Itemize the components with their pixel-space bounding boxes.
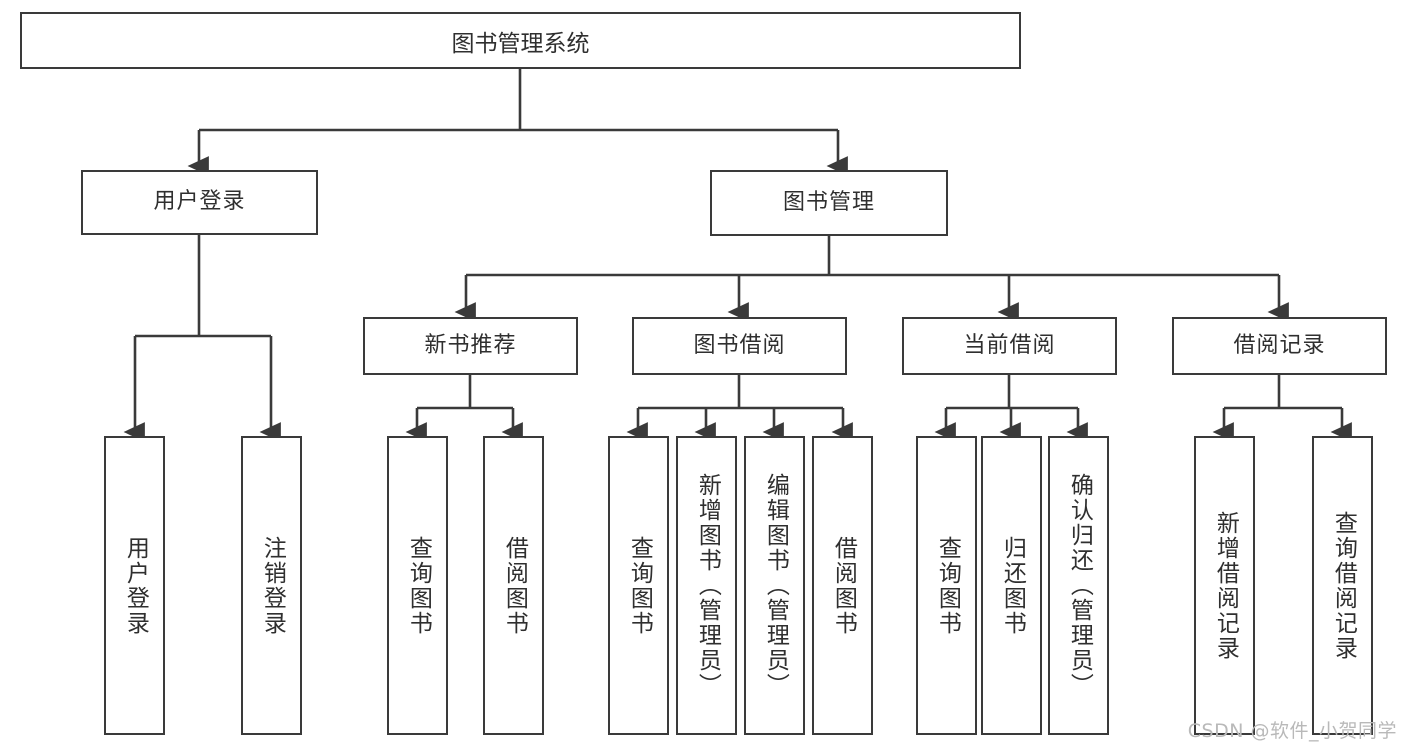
leaf-logout-login[interactable]: 注销登录 [241,436,302,735]
leaf-borrow-book-borrow[interactable]: 借阅图书 [812,436,873,735]
leaf-query-borrow-record[interactable]: 查询借阅记录 [1312,436,1373,735]
node-label: 归还图书 [999,535,1026,636]
node-borrow-record[interactable]: 借阅记录 [1172,317,1387,375]
node-label: 确认归还（管理员） [1066,473,1093,698]
leaf-query-book-current[interactable]: 查询图书 [916,436,977,735]
leaf-query-book-recommend[interactable]: 查询图书 [387,436,448,735]
leaf-return-book[interactable]: 归还图书 [981,436,1042,735]
node-user-login[interactable]: 用户登录 [81,170,318,235]
node-book-borrow[interactable]: 图书借阅 [632,317,847,375]
node-label: 借阅图书 [830,535,857,636]
leaf-add-book-admin[interactable]: 新增图书（管理员） [676,436,737,735]
node-label: 查询借阅记录 [1330,510,1357,661]
node-label: 当前借阅 [963,332,1056,358]
node-label: 查询图书 [405,535,432,636]
node-label: 注销登录 [259,535,286,636]
leaf-query-book-borrow[interactable]: 查询图书 [608,436,669,735]
node-label: 图书管理 [782,189,875,215]
leaf-user-login[interactable]: 用户登录 [104,436,165,735]
node-label: 查询图书 [626,535,653,636]
node-label: 查询图书 [934,535,961,636]
leaf-add-borrow-record[interactable]: 新增借阅记录 [1194,436,1255,735]
node-label: 新增借阅记录 [1212,510,1239,661]
node-label: 图书借阅 [693,332,786,358]
node-label: 借阅图书 [501,535,528,636]
node-label: 用户登录 [153,189,246,215]
node-label: 图书管理系统 [451,30,590,57]
node-label: 新增图书（管理员） [694,473,721,698]
node-current-borrow[interactable]: 当前借阅 [902,317,1117,375]
node-label: 新书推荐 [424,332,517,358]
watermark: CSDN @软件_小贺同学 [1187,720,1397,742]
leaf-borrow-book-recommend[interactable]: 借阅图书 [483,436,544,735]
node-label: 用户登录 [122,535,149,636]
leaf-confirm-return-admin[interactable]: 确认归还（管理员） [1048,436,1109,735]
node-label: 编辑图书（管理员） [762,473,789,698]
node-root-book-management-system[interactable]: 图书管理系统 [20,12,1021,69]
leaf-edit-book-admin[interactable]: 编辑图书（管理员） [744,436,805,735]
node-new-book-recommend[interactable]: 新书推荐 [363,317,578,375]
node-label: 借阅记录 [1233,332,1326,358]
node-book-management[interactable]: 图书管理 [710,170,948,236]
